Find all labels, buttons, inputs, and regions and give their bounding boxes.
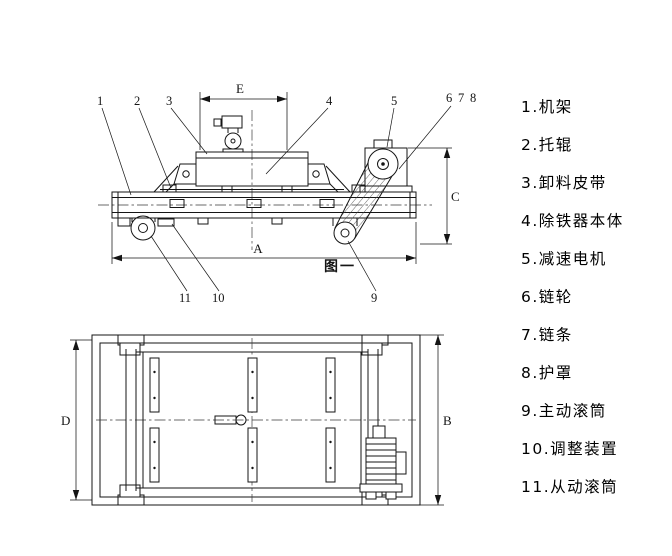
driven-drum	[117, 215, 175, 241]
parts-list: 1.机架 2.托辊 3.卸料皮带 4.除铁器本体 5.减速电机 6.链轮 7.链…	[521, 88, 669, 506]
callout-3: 3	[166, 94, 172, 108]
front-view	[98, 110, 432, 250]
parts-list-item-6: 6.链轮	[521, 288, 573, 306]
parts-list-item-10: 10.调整装置	[521, 440, 619, 458]
plan-motor	[359, 425, 407, 500]
parts-list-item-11: 11.从动滚筒	[521, 478, 619, 496]
callout-1: 1	[97, 94, 103, 108]
callout-4: 4	[326, 94, 333, 108]
motor-sprocket	[367, 148, 399, 180]
callout-11: 11	[179, 291, 191, 305]
parts-list-item-4: 4.除铁器本体	[521, 212, 624, 230]
labels-front: E C A 图一	[236, 81, 460, 275]
callout-9: 9	[371, 291, 377, 305]
callout-6: 6	[446, 91, 452, 105]
hanger-plates	[153, 163, 351, 193]
belt-center-fitting	[214, 414, 247, 426]
belt-cleats	[149, 357, 336, 483]
parts-list-item-1: 1.机架	[521, 98, 573, 116]
callout-leaders	[101, 105, 452, 292]
callout-5: 5	[391, 94, 397, 108]
dim-label-e: E	[236, 81, 244, 96]
callouts-front: 1 2 3 4 5 6 7 8 9 10 11	[97, 91, 476, 305]
parts-list-item-7: 7.链条	[521, 326, 573, 344]
parts-list-item-3: 3.卸料皮带	[521, 174, 607, 192]
dim-label-a: A	[253, 241, 263, 256]
dim-label-d: D	[61, 413, 70, 428]
parts-list-item-9: 9.主动滚筒	[521, 402, 607, 420]
callout-10: 10	[212, 291, 225, 305]
parts-list-item-5: 5.减速电机	[521, 250, 607, 268]
takeup-device	[157, 218, 175, 227]
gauge-assembly	[213, 115, 244, 153]
callout-7: 7	[458, 91, 464, 105]
labels-plan: D B	[61, 413, 452, 428]
center-lines	[98, 110, 432, 250]
dim-label-c: C	[451, 189, 460, 204]
dimensions-front	[111, 92, 452, 264]
plan-belt	[136, 351, 368, 489]
plan-view	[91, 334, 421, 506]
callout-8: 8	[470, 91, 476, 105]
callout-2: 2	[134, 94, 140, 108]
plan-tail-roller	[119, 342, 141, 498]
figure-caption: 图一	[324, 259, 356, 275]
dimensions-plan	[70, 334, 444, 506]
parts-list-item-8: 8.护罩	[521, 364, 573, 382]
drive-drum	[332, 218, 358, 245]
dim-label-b: B	[443, 413, 452, 428]
parts-list-item-2: 2.托辊	[521, 136, 573, 154]
